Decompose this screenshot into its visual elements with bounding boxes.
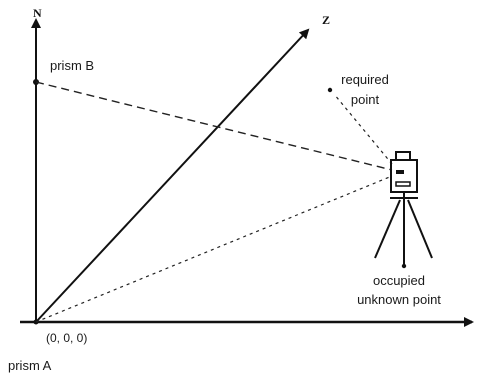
- sightline-prism-b: [35, 81, 393, 171]
- tripod-icon: [374, 198, 433, 269]
- required-point-label-line2: point: [351, 92, 380, 107]
- sightline-required-point: [333, 93, 393, 165]
- occupied-label-line1: occupied: [373, 273, 425, 288]
- prism-a-label: prism A: [8, 358, 52, 373]
- zenith-axis-label: Z: [322, 13, 330, 27]
- sightline-prism-a: [35, 175, 393, 323]
- prism-b-label: prism B: [50, 58, 94, 73]
- zenith-axis: [35, 28, 310, 323]
- origin-label: (0, 0, 0): [46, 331, 87, 345]
- required-point-label-line1: required: [341, 72, 389, 87]
- required-point-dot: [327, 87, 333, 93]
- occupied-label-line2: unknown point: [357, 292, 441, 307]
- north-axis-label: N: [33, 6, 42, 20]
- total-station-icon: [390, 151, 418, 199]
